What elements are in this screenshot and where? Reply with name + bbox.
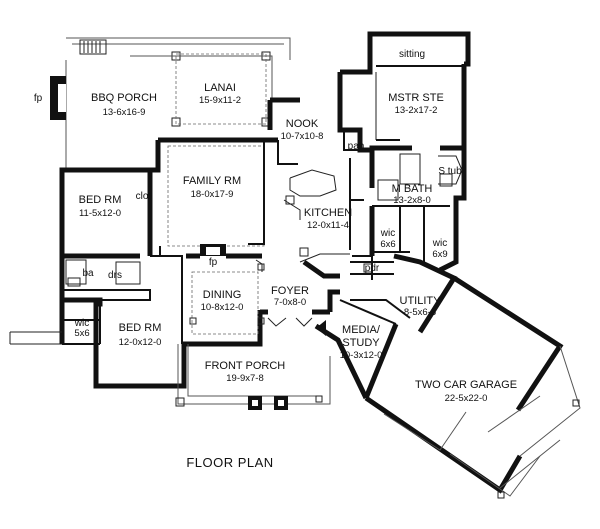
room-name-front-porch: FRONT PORCH	[205, 360, 286, 372]
room-name-sitting: sitting	[399, 49, 425, 60]
house-walls	[9, 72, 372, 389]
room-name-garage: TWO CAR GARAGE	[415, 379, 517, 391]
front-porch-walls	[175, 344, 331, 410]
family-room-details	[167, 53, 267, 335]
room-name-kitchen: KITCHEN	[304, 207, 352, 219]
room-dim-dining: 10-8x12-0	[201, 302, 244, 313]
label-pan: pan	[348, 141, 365, 152]
label-tub: S tub	[438, 166, 462, 177]
room-dim-family-rm: 18-0x17-9	[191, 189, 234, 200]
label-pdr: pdr	[365, 263, 380, 274]
room-dim-nook: 10-7x10-8	[281, 131, 324, 142]
room-labels: BBQ PORCH 13-6x16-9 LANAI 15-9x11-2 sitt…	[34, 49, 517, 470]
room-name-m-bath: M BATH	[392, 183, 433, 195]
porch-fireplace	[50, 76, 66, 120]
garage-walls	[364, 275, 581, 499]
room-name-nook: NOOK	[286, 118, 319, 130]
room-dim-wic-bath1: 6x6	[380, 239, 395, 250]
room-name-lanai: LANAI	[204, 82, 236, 94]
room-name-media-study-line1: MEDIA/	[342, 324, 381, 336]
room-name-media-study-line2: STUDY	[342, 337, 380, 349]
room-dim-kitchen: 12-0x11-4	[307, 220, 349, 231]
room-dim-bed-rm-1: 11-5x12-0	[79, 208, 121, 219]
room-dim-bed-rm-2: 12-0x12-0	[119, 337, 162, 348]
room-dim-garage: 22-5x22-0	[445, 393, 488, 404]
room-dim-wic-bath2: 6x9	[432, 249, 447, 260]
room-dim-mstr-ste: 13-2x17-2	[395, 105, 438, 116]
utility-details	[350, 253, 458, 334]
kitchen-details	[260, 130, 373, 327]
master-bath-details	[369, 148, 467, 273]
label-ba: ba	[82, 268, 94, 279]
room-name-bbq-porch: BBQ PORCH	[91, 92, 157, 104]
room-name-utility: UTILITY	[400, 295, 442, 307]
media-study-walls	[314, 289, 399, 400]
room-dim-front-porch: 19-9x7-8	[226, 373, 264, 384]
room-name-wic-bath1: wic	[380, 228, 395, 239]
room-name-bed-rm-1: BED RM	[79, 194, 122, 206]
room-name-dining: DINING	[203, 289, 242, 301]
rear-deck-outline	[65, 37, 291, 171]
room-name-mstr-ste: MSTR STE	[388, 92, 444, 104]
label-fp-family: fp	[209, 257, 218, 268]
label-clo: clo	[136, 191, 149, 202]
room-dim-foyer: 7-0x8-0	[274, 297, 306, 308]
room-dim-wic-bed: 5x6	[74, 328, 89, 339]
room-dim-media-study: 10-3x12-0	[340, 350, 383, 361]
room-dim-utility: 8-5x6-6	[404, 307, 436, 318]
room-dim-lanai: 15-9x11-2	[199, 95, 241, 106]
room-dim-m-bath: 13-2x8-0	[393, 195, 431, 206]
room-name-bed-rm-2: BED RM	[119, 322, 162, 334]
room-name-foyer: FOYER	[271, 285, 309, 297]
label-drs: drs	[108, 270, 122, 281]
room-name-wic-bed: wic	[74, 318, 89, 329]
plan-title: FLOOR PLAN	[186, 455, 273, 470]
room-name-wic-bath2: wic	[432, 238, 447, 249]
label-fp-porch: fp	[34, 93, 43, 104]
room-dim-bbq-porch: 13-6x16-9	[103, 107, 146, 118]
room-name-family-rm: FAMILY RM	[183, 175, 241, 187]
